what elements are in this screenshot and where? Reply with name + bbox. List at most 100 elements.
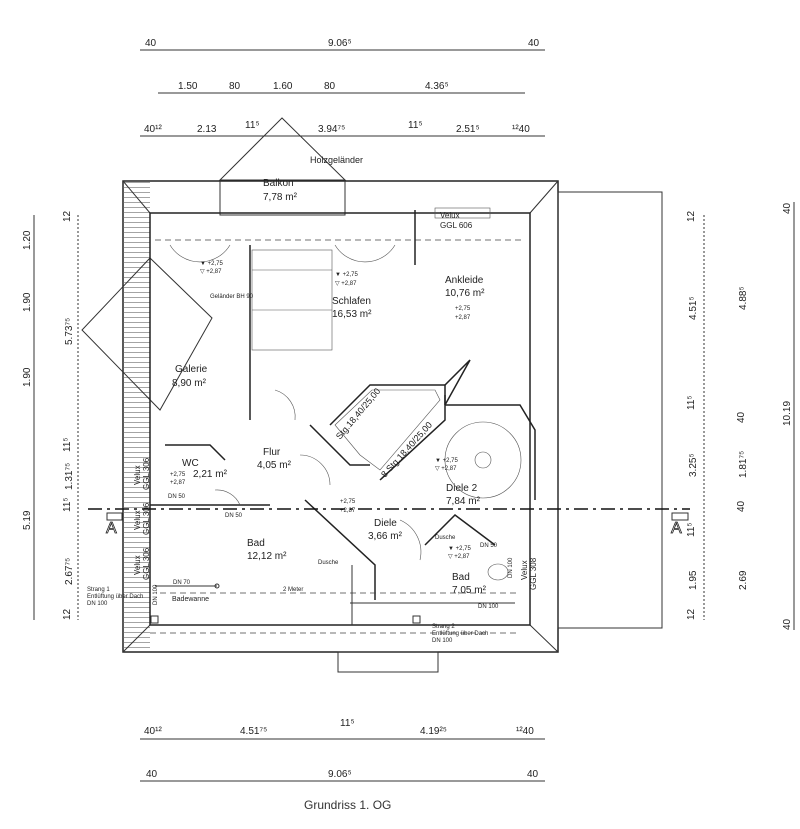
- dim-label: 3.25⁵: [688, 453, 699, 477]
- level-mark: +2,87: [340, 508, 356, 514]
- level-mark: +2,87: [170, 480, 186, 486]
- dim-label: 1.60: [273, 81, 293, 92]
- section-marker: A: [671, 520, 682, 537]
- stack-label: Strang 2: [432, 624, 455, 630]
- room-area: 8,90 m²: [172, 378, 207, 389]
- dim-label: 1.50: [178, 81, 198, 92]
- dim-label: 11⁵: [62, 437, 73, 452]
- dim-label: 4.19²⁵: [420, 726, 447, 737]
- level-mark: ▼ +2,75: [448, 546, 471, 552]
- dim-label: 1.20: [22, 230, 33, 250]
- room-name: Diele 2: [446, 483, 478, 494]
- dim-label: 1.31⁷⁵: [64, 463, 75, 490]
- dim-label: 4.51⁵: [688, 296, 699, 320]
- dim-label: 40¹²: [144, 726, 162, 737]
- dim-label: 11⁵: [62, 497, 73, 512]
- dim-label: 40: [736, 500, 747, 512]
- dimension-bottom: 40¹² 4.51⁷⁵ 11⁵ 4.19²⁵ ¹²40 40 9.06⁵ 40: [140, 718, 545, 782]
- dim-label: 2.13: [197, 124, 217, 135]
- dim-label: 1.95: [688, 570, 699, 590]
- room-name: Ankleide: [445, 275, 484, 286]
- section-line: A A: [88, 508, 690, 537]
- room-name: Bad: [452, 572, 470, 583]
- dim-label: 12: [686, 210, 697, 222]
- dim-label: 4.51⁷⁵: [240, 726, 267, 737]
- room-area: 7,78 m²: [263, 192, 298, 203]
- stair-label: 8 Stg.18,40/25,00: [379, 420, 434, 480]
- dim-label: 12: [62, 210, 73, 222]
- room-area: 16,53 m²: [332, 309, 372, 320]
- dim-label: 40: [145, 38, 157, 49]
- pipe-label: DN 70: [173, 580, 191, 586]
- velux-label: GGL 308: [529, 557, 538, 590]
- dim-label: 11⁵: [686, 522, 697, 537]
- dim-label: 5.73⁷⁵: [64, 318, 75, 345]
- room-name: Diele: [374, 518, 397, 529]
- level-mark: +2,75: [170, 472, 186, 478]
- dimension-right: 12 4.51⁵ 11⁵ 3.25⁵ 11⁵ 1.95 12 4.88⁵ 40 …: [686, 202, 795, 630]
- dim-label: 2.51⁵: [456, 124, 480, 135]
- dim-label: 12: [686, 608, 697, 620]
- spiral-stair: [444, 421, 522, 499]
- room-area: 3,66 m²: [368, 531, 403, 542]
- dim-label: 3.94⁷⁵: [318, 124, 345, 135]
- vent-stack-2: [412, 615, 421, 624]
- velux-label: Velux: [520, 560, 529, 580]
- stack-label: DN 100: [432, 638, 453, 644]
- railing-label: Holzgeländer: [310, 155, 363, 165]
- level-mark: ▼ +2,75: [435, 458, 458, 464]
- stack-label: Entlüftung über Dach: [432, 631, 488, 637]
- dim-label: 80: [229, 81, 241, 92]
- pipe-label: DN 100: [508, 557, 514, 578]
- room-name: WC: [182, 458, 199, 469]
- room-area: 4,05 m²: [257, 460, 292, 471]
- dim-label: 2.67⁷⁵: [64, 558, 75, 585]
- pipe-label: DN 50: [480, 543, 498, 549]
- pipe-label: DN 50: [225, 513, 243, 519]
- height-label: 2 Meter: [283, 587, 303, 593]
- pipe-label: DN 50: [168, 494, 186, 500]
- velux-label: Velux: [440, 211, 460, 220]
- roof: [122, 180, 663, 673]
- dim-label: 40: [527, 769, 539, 780]
- stack-label: Strang 1: [87, 587, 110, 593]
- level-mark: +2,75: [340, 499, 356, 505]
- shower-label: Dusche: [318, 560, 339, 566]
- dim-label: 11⁵: [686, 395, 697, 410]
- bay: [337, 651, 439, 673]
- room-name: Bad: [247, 538, 265, 549]
- dim-label: 40: [146, 769, 158, 780]
- level-mark: ▽ +2,87: [200, 269, 222, 275]
- room-name: Balkon: [263, 178, 294, 189]
- velux-label: GGL 306: [142, 547, 151, 580]
- dimension-left: 1.20 1.90 1.90 5.19 12 5.73⁷⁵ 11⁵ 1.31⁷⁵…: [22, 210, 79, 620]
- dim-label: 11⁵: [408, 120, 423, 131]
- dim-label: 11⁵: [340, 718, 355, 729]
- level-mark: ▼ +2,75: [200, 261, 223, 267]
- dim-label: 40: [528, 38, 540, 49]
- dim-label: 4.88⁵: [738, 286, 749, 310]
- room-area: 7,05 m²: [452, 585, 487, 596]
- room-name: Galerie: [175, 364, 208, 375]
- dim-label: 1.90: [22, 292, 33, 312]
- dim-label: ¹²40: [512, 124, 530, 135]
- dim-label: ¹²40: [516, 726, 534, 737]
- dim-label: 4.36⁵: [425, 81, 449, 92]
- room-name: Schlafen: [332, 296, 371, 307]
- dim-label: 40: [782, 202, 793, 214]
- level-mark: ▽ +2,87: [448, 554, 470, 560]
- level-mark: +2,87: [455, 315, 471, 321]
- railing-label: Geländer BH 90: [210, 294, 254, 300]
- dim-label: 9.06⁵: [328, 769, 352, 780]
- toilet: [487, 563, 509, 581]
- dim-label: 40: [736, 411, 747, 423]
- dimension-top: 40 9.06⁵ 40 1.50 80 1.60 80 4.36⁵ 40¹² 2…: [140, 38, 545, 137]
- velux-label: GGL 306: [142, 457, 151, 490]
- velux-label: Velux: [133, 465, 142, 485]
- room-area: 7,84 m²: [446, 496, 481, 507]
- dim-label: 12: [62, 608, 73, 620]
- balcony: Balkon 7,78 m² Holzgeländer: [218, 117, 363, 216]
- room-name: Flur: [263, 447, 281, 458]
- annotations: Velux GGL 606 Velux GGL 306 Velux GGL 30…: [87, 211, 538, 644]
